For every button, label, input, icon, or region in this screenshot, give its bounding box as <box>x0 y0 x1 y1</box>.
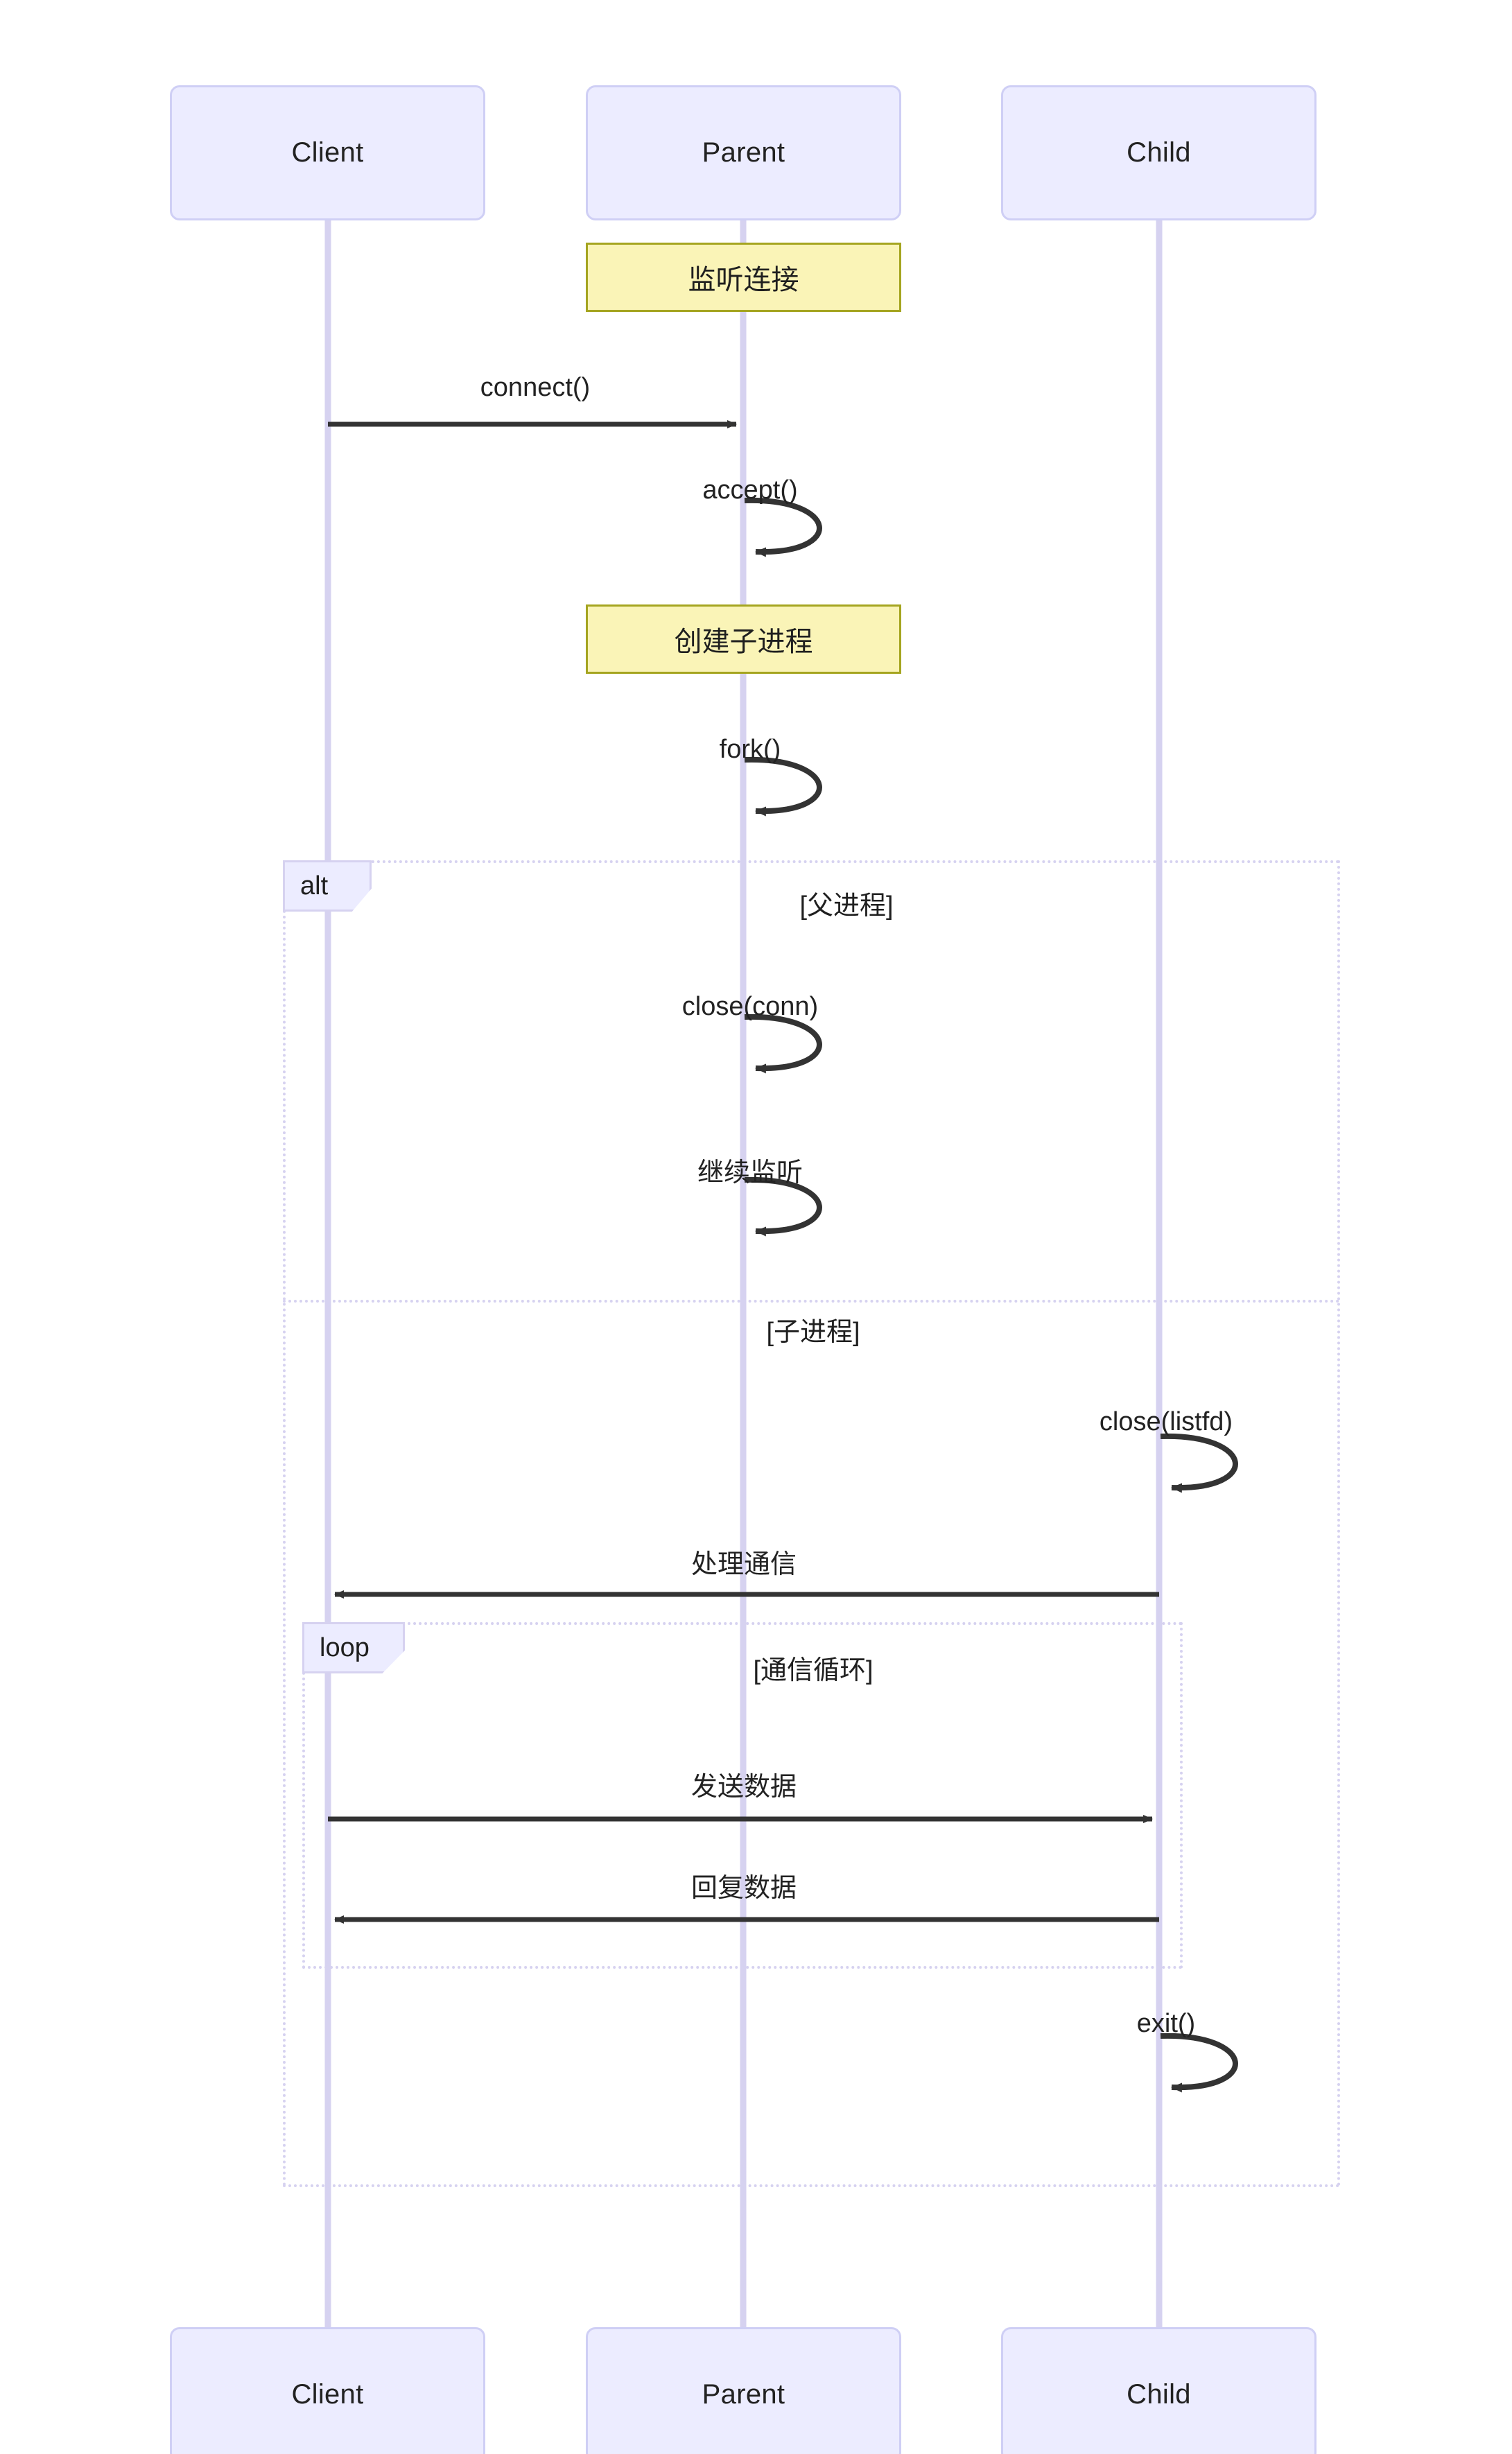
message-label-close-conn: close(conn) <box>681 992 819 1021</box>
message-label-close-listfd: close(listfd) <box>1099 1407 1233 1436</box>
fragment-alt-divider <box>283 1300 1340 1303</box>
actor-label-parent-top: Parent <box>702 137 785 168</box>
actor-box-parent-bottom[interactable]: Parent <box>586 2327 901 2454</box>
actor-label-child-bottom: Child <box>1127 2379 1191 2410</box>
message-label-keep-listening: 继续监听 <box>697 1158 803 1187</box>
actor-box-client-top[interactable]: Client <box>170 85 485 220</box>
fragment-alt-tab: alt <box>283 860 372 912</box>
message-label-handle-communication: 处理通信 <box>690 1550 797 1579</box>
selfloop-exit <box>1160 2033 1238 2093</box>
self-message-loops <box>744 497 1238 2093</box>
fragment-alt-condition-child: [子进程] <box>766 1318 860 1347</box>
message-label-accept: accept() <box>702 476 798 505</box>
selfloop-closeconn <box>744 1013 822 1074</box>
selfloop-accept <box>744 497 822 557</box>
note-listen-connection-label: 监听连接 <box>688 265 799 295</box>
note-create-child-process-label: 创建子进程 <box>674 627 813 657</box>
message-label-connect: connect() <box>480 373 591 402</box>
fragment-loop-tab: loop <box>302 1622 405 1673</box>
actor-label-child-top: Child <box>1127 137 1191 168</box>
message-label-reply-data: 回复数据 <box>690 1874 797 1903</box>
fragment-alt-keyword: alt <box>300 871 329 900</box>
note-listen-connection: 监听连接 <box>586 243 901 312</box>
fragment-loop-condition: [通信循环] <box>753 1656 874 1685</box>
message-arrows <box>328 420 1159 1924</box>
fragment-alt-condition-parent: [父进程] <box>799 891 894 921</box>
actor-box-client-bottom[interactable]: Client <box>170 2327 485 2454</box>
actor-label-client-bottom: Client <box>291 2379 364 2410</box>
actor-box-parent-top[interactable]: Parent <box>586 85 901 220</box>
fragment-loop-keyword: loop <box>320 1633 370 1662</box>
actor-box-child-bottom[interactable]: Child <box>1001 2327 1317 2454</box>
selfloop-fork <box>744 756 822 817</box>
selfloop-keeplisten <box>744 1176 822 1237</box>
actor-box-child-top[interactable]: Child <box>1001 85 1317 220</box>
actor-label-client-top: Client <box>291 137 364 168</box>
lifelines <box>324 220 1163 2327</box>
message-label-exit: exit() <box>1136 2009 1196 2038</box>
actor-label-parent-bottom: Parent <box>702 2379 785 2410</box>
note-create-child-process: 创建子进程 <box>586 604 901 674</box>
fragment-alt <box>283 860 1340 2187</box>
message-label-send-data: 发送数据 <box>690 1773 797 1802</box>
selfloop-closelistfd <box>1160 1433 1238 1493</box>
message-label-fork: fork() <box>719 735 781 764</box>
fragment-loop <box>302 1622 1183 1969</box>
